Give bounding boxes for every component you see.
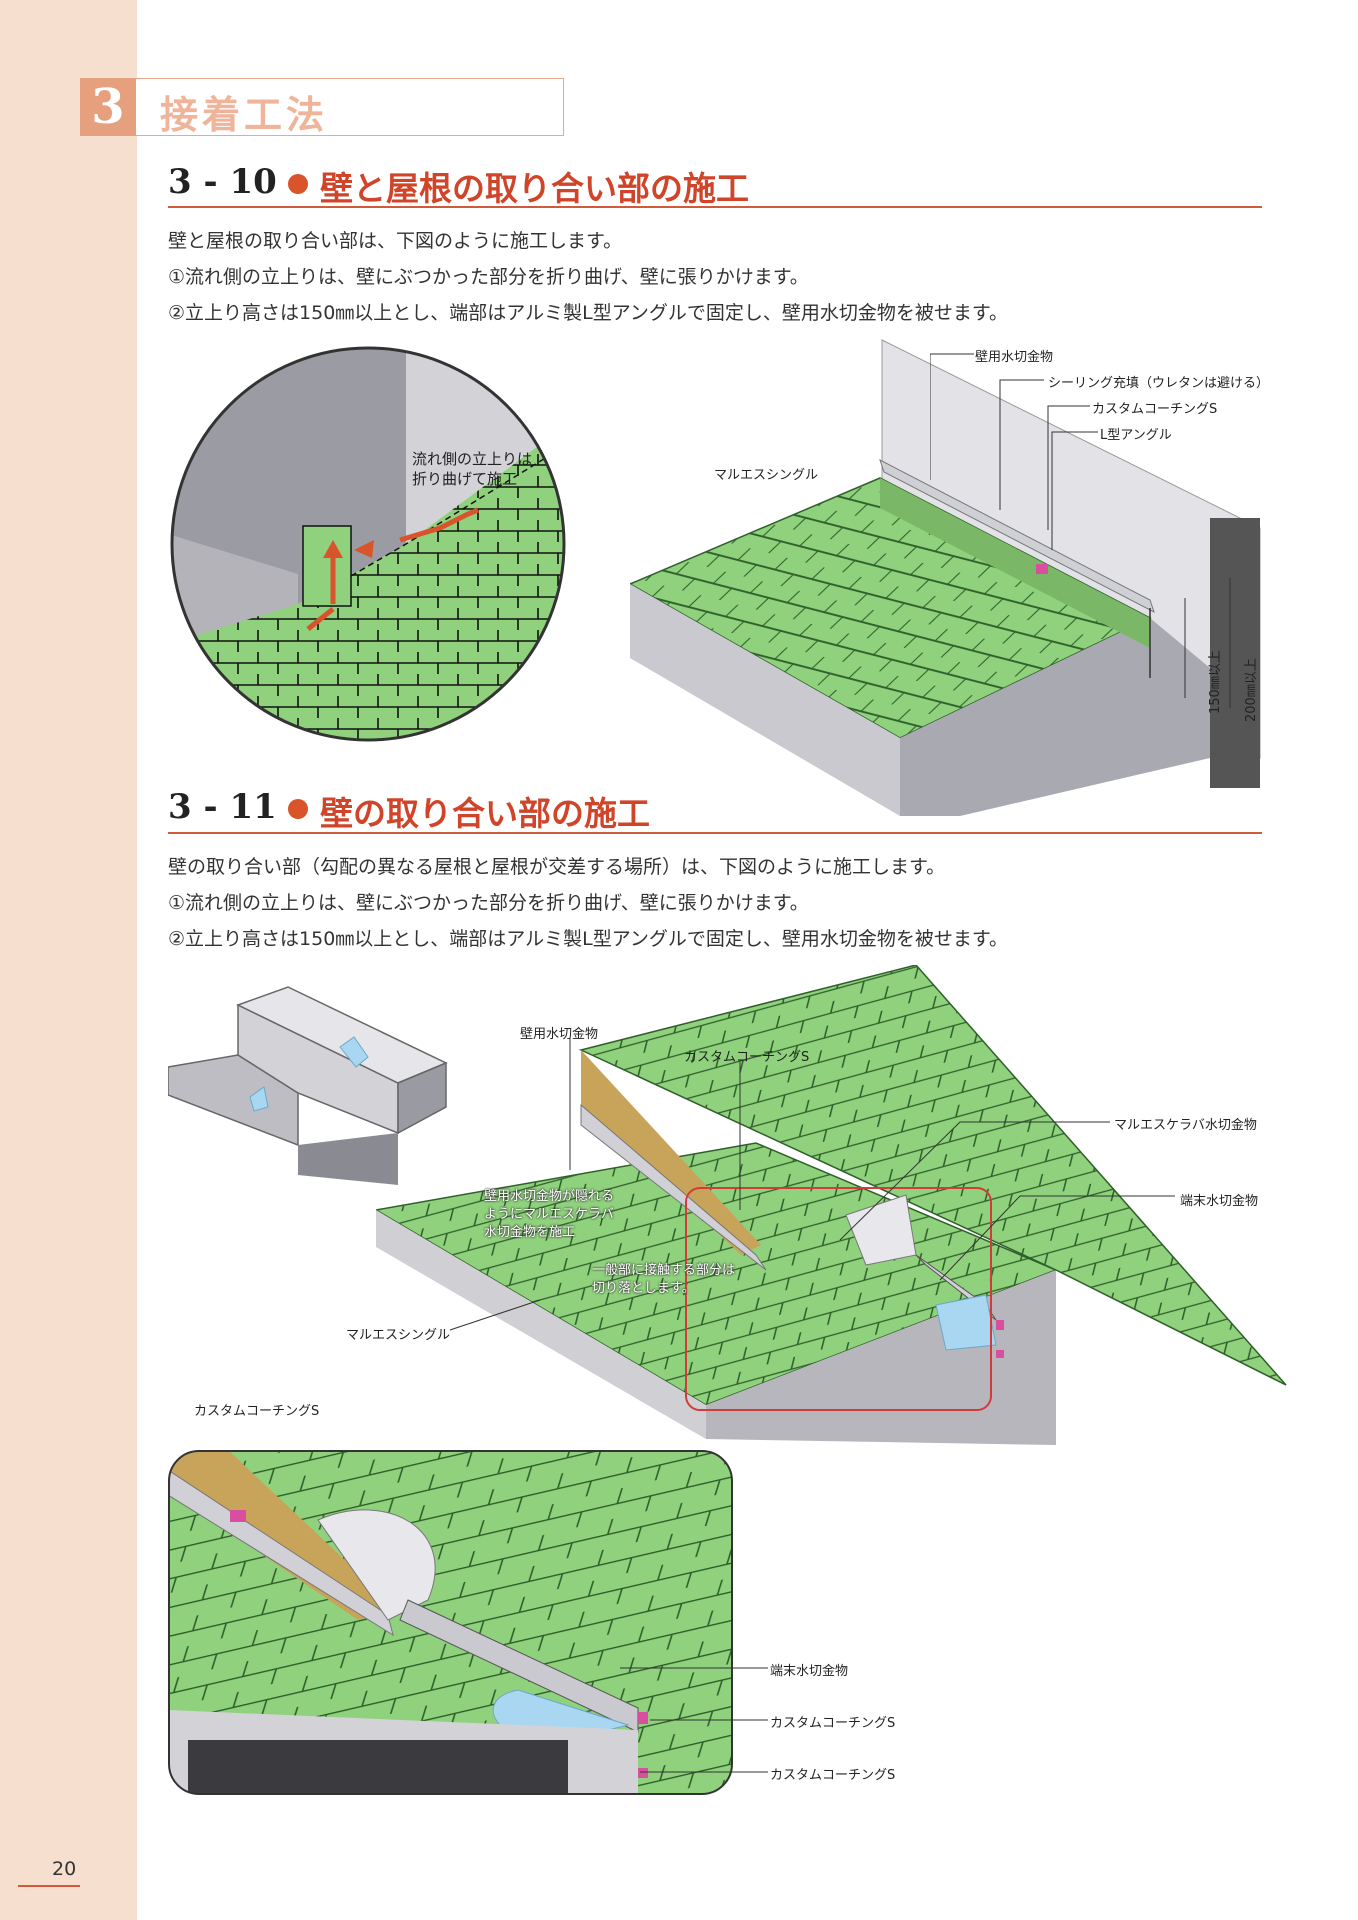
section1-line-2: ①流れ側の立上りは、壁にぶつかった部分を折り曲げ、壁に張りかけます。: [168, 266, 809, 288]
roof-intersection-schematic: [168, 986, 448, 1185]
side-band: [0, 0, 137, 1920]
roof-wall-intersection-isometric-illustration: [376, 965, 1287, 1445]
label-coating-top: カスタムコーチングS: [684, 1050, 810, 1065]
label-wall-flashing: 壁用水切金物: [975, 350, 1054, 365]
section-number: 3 - 11: [168, 787, 277, 827]
note-keraba-line-2: ようにマルエスケラバ: [484, 1207, 614, 1222]
section-title: 壁の取り合い部の施工: [320, 794, 650, 833]
label-end-flashing: 端末水切金物: [1180, 1194, 1259, 1209]
section1-line-3: ②立上り高さは150㎜以上とし、端部はアルミ製L型アングルで固定し、壁用水切金物…: [168, 302, 1009, 324]
leader-lines-fig2: [930, 353, 1098, 550]
circle-note-line-1: 流れ側の立上りは: [412, 450, 533, 468]
chapter-number: 3: [80, 78, 136, 136]
detail-close-up-illustration: [168, 1450, 733, 1795]
wall-roof-corner-circle-illustration: [170, 346, 566, 742]
note-keraba-line-1: 壁用水切金物が隠れる: [484, 1189, 615, 1204]
label-coating: カスタムコーチングS: [1092, 402, 1218, 417]
label-wall-flashing-2: 壁用水切金物: [520, 1027, 599, 1042]
label-angle: L型アングル: [1100, 428, 1172, 443]
bullet-dot-icon: [288, 799, 308, 819]
chapter-title: 接着工法: [160, 93, 329, 137]
section-rule: [168, 206, 1262, 208]
label-sealing: シーリング充填（ウレタンは避ける）: [1048, 376, 1270, 391]
circle-note-line-2: 折り曲げて施工: [412, 470, 518, 488]
detail-label-coating-1: カスタムコーチングS: [770, 1716, 896, 1731]
section2-line-3: ②立上り高さは150㎜以上とし、端部はアルミ製L型アングルで固定し、壁用水切金物…: [168, 928, 1009, 950]
label-keraba: マルエスケラバ水切金物: [1114, 1118, 1257, 1133]
label-coating-left: カスタムコーチングS: [194, 1404, 320, 1419]
note-cut-line-2: 切り落とします。: [592, 1281, 695, 1296]
leader-lines-fig3: [449, 1038, 1175, 1331]
bullet-dot-icon: [288, 174, 308, 194]
label-shingle: マルエスシングル: [714, 468, 819, 483]
section-title: 壁と屋根の取り合い部の施工: [320, 169, 749, 208]
page-number: 20: [52, 1858, 77, 1880]
label-shingle-2: マルエスシングル: [346, 1328, 451, 1343]
page-number-rule: [18, 1885, 80, 1887]
detail-label-coating-2: カスタムコーチングS: [770, 1768, 896, 1783]
section1-line-1: 壁と屋根の取り合い部は、下図のように施工します。: [168, 230, 623, 252]
wall-roof-junction-isometric-illustration: [630, 339, 1261, 816]
chapter-header-box: [80, 78, 564, 136]
detail-label-end-flashing: 端末水切金物: [770, 1664, 849, 1679]
section-rule: [168, 832, 1262, 834]
note-keraba-line-3: 水切金物を施工: [484, 1225, 576, 1240]
note-cut-line-1: 一般部に接触する部分は: [592, 1263, 736, 1278]
section2-line-1: 壁の取り合い部（勾配の異なる屋根と屋根が交差する場所）は、下図のように施工します…: [168, 856, 946, 878]
leader-lines-detail: [620, 1667, 768, 1773]
section2-line-2: ①流れ側の立上りは、壁にぶつかった部分を折り曲げ、壁に張りかけます。: [168, 892, 809, 914]
section-number: 3 - 10: [168, 162, 277, 202]
